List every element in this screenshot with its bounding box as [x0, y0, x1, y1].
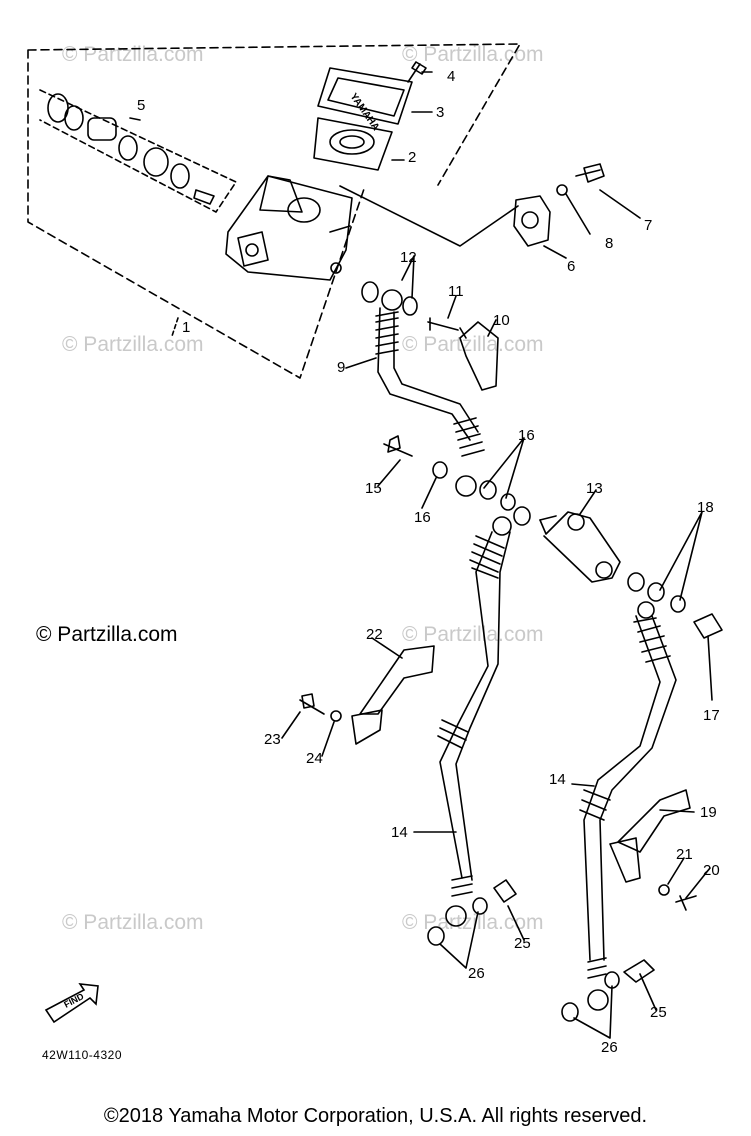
- callout-26: 26: [468, 965, 485, 982]
- watermark: © Partzilla.com: [62, 911, 204, 934]
- callout-8: 8: [605, 235, 614, 252]
- hose-clip-right: [617, 789, 691, 853]
- reservoir-cap: [313, 67, 413, 171]
- brake-hose-left: [437, 516, 512, 927]
- callout-25: 25: [514, 935, 531, 952]
- callout-13: 13: [586, 480, 603, 497]
- find-arrow-icon: [44, 983, 99, 1024]
- callout-25-right: 25: [650, 1004, 667, 1021]
- bracket: [513, 195, 551, 247]
- callout-15: 15: [365, 480, 382, 497]
- piston-kit: [47, 93, 215, 205]
- callout-16: 16: [518, 427, 535, 444]
- diagram-code: 42W110-4320: [42, 1048, 122, 1062]
- callout-24: 24: [306, 750, 323, 767]
- callout-2: 2: [408, 149, 417, 166]
- callout-16-lower: 16: [414, 509, 431, 526]
- callout-11: 11: [448, 283, 464, 300]
- watermark: © Partzilla.com: [402, 623, 544, 646]
- callout-20: 20: [703, 862, 720, 879]
- callout-6: 6: [567, 258, 576, 275]
- master-cylinder: [225, 175, 353, 281]
- watermark: © Partzilla.com: [402, 333, 544, 356]
- callout-23: 23: [264, 731, 281, 748]
- assembly-outline: [27, 43, 521, 379]
- callout-14-right: 14: [549, 771, 566, 788]
- callout-26-right: 26: [601, 1039, 618, 1056]
- callout-21: 21: [676, 846, 693, 863]
- callout-18: 18: [697, 499, 714, 516]
- watermark-main: © Partzilla.com: [36, 623, 178, 646]
- callout-14: 14: [391, 824, 408, 841]
- brake-joint: [539, 511, 621, 583]
- hose-clip: [359, 645, 435, 715]
- callout-17: 17: [703, 707, 720, 724]
- brake-hose-upper: [375, 289, 485, 497]
- watermark: © Partzilla.com: [402, 43, 544, 66]
- callout-5: 5: [137, 97, 146, 114]
- callout-3: 3: [436, 104, 445, 121]
- callout-22: 22: [366, 626, 383, 643]
- callout-7: 7: [644, 217, 653, 234]
- callout-19: 19: [700, 804, 717, 821]
- callout-9: 9: [337, 359, 346, 376]
- callout-1: 1: [182, 319, 191, 336]
- watermark: © Partzilla.com: [62, 333, 204, 356]
- brake-hose-right: [579, 601, 677, 1011]
- callout-4: 4: [447, 68, 456, 85]
- callout-10: 10: [493, 312, 510, 329]
- copyright: ©2018 Yamaha Motor Corporation, U.S.A. A…: [103, 1105, 648, 1127]
- piston-kit-outline: [39, 89, 237, 213]
- callout-12: 12: [400, 249, 417, 266]
